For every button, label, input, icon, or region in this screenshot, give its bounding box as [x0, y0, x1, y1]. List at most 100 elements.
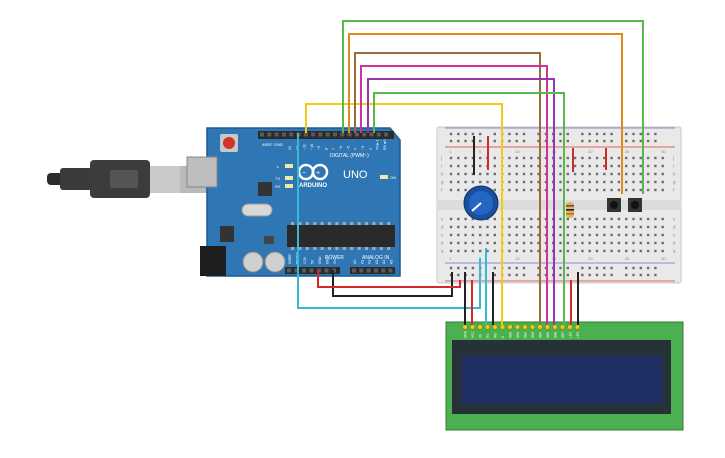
breadboard-hole[interactable]	[639, 132, 642, 136]
breadboard-hole[interactable]	[639, 217, 642, 221]
breadboard-hole[interactable]	[661, 217, 664, 221]
breadboard-hole[interactable]	[493, 139, 496, 143]
breadboard-hole[interactable]	[625, 225, 628, 229]
breadboard-hole[interactable]	[595, 249, 599, 253]
breadboard-hole[interactable]	[479, 241, 482, 245]
breadboard-hole[interactable]	[610, 139, 613, 143]
breadboard-hole[interactable]	[595, 266, 599, 270]
breadboard-hole[interactable]	[559, 233, 562, 237]
breadboard-hole[interactable]	[595, 139, 599, 143]
header-pin[interactable]	[359, 268, 364, 273]
header-pin[interactable]	[366, 268, 371, 273]
breadboard-hole[interactable]	[573, 156, 577, 160]
breadboard-hole[interactable]	[559, 132, 562, 136]
breadboard-hole[interactable]	[544, 273, 548, 277]
pushbutton-icon[interactable]	[628, 198, 642, 212]
breadboard-hole[interactable]	[522, 233, 526, 237]
breadboard-hole[interactable]	[464, 172, 467, 176]
breadboard-hole[interactable]	[493, 217, 496, 221]
breadboard-hole[interactable]	[610, 164, 613, 168]
breadboard-hole[interactable]	[486, 249, 489, 253]
breadboard-hole[interactable]	[449, 180, 453, 184]
breadboard-hole[interactable]	[493, 233, 496, 237]
breadboard-hole[interactable]	[625, 156, 628, 160]
breadboard-hole[interactable]	[457, 225, 460, 229]
breadboard-hole[interactable]	[617, 172, 621, 176]
breadboard-hole[interactable]	[471, 241, 475, 245]
breadboard-hole[interactable]	[625, 241, 628, 245]
breadboard-hole[interactable]	[537, 217, 540, 221]
breadboard-hole[interactable]	[515, 266, 518, 270]
breadboard-hole[interactable]	[610, 172, 613, 176]
breadboard-hole[interactable]	[632, 139, 635, 143]
breadboard-hole[interactable]	[537, 164, 540, 168]
potentiometer-icon[interactable]	[463, 185, 499, 221]
breadboard-hole[interactable]	[471, 266, 475, 270]
breadboard-hole[interactable]	[595, 233, 599, 237]
breadboard-hole[interactable]	[486, 172, 489, 176]
lcd-pin[interactable]	[484, 324, 491, 330]
header-pin[interactable]	[303, 132, 308, 137]
breadboard-hole[interactable]	[486, 180, 489, 184]
breadboard-hole[interactable]	[544, 156, 548, 160]
breadboard-hole[interactable]	[508, 217, 511, 221]
breadboard-hole[interactable]	[639, 139, 642, 143]
breadboard-hole[interactable]	[522, 217, 526, 221]
breadboard-hole[interactable]	[457, 172, 460, 176]
breadboard-hole[interactable]	[544, 225, 548, 229]
breadboard-hole[interactable]	[625, 273, 628, 277]
breadboard-hole[interactable]	[625, 249, 628, 253]
breadboard-hole[interactable]	[508, 241, 511, 245]
breadboard-hole[interactable]	[661, 164, 664, 168]
header-pin[interactable]	[267, 132, 272, 137]
breadboard-hole[interactable]	[522, 156, 526, 160]
breadboard-hole[interactable]	[603, 225, 606, 229]
breadboard-hole[interactable]	[639, 241, 642, 245]
breadboard-hole[interactable]	[515, 180, 518, 184]
breadboard-hole[interactable]	[654, 180, 657, 184]
breadboard-hole[interactable]	[588, 172, 591, 176]
breadboard-hole[interactable]	[457, 132, 460, 136]
breadboard-hole[interactable]	[603, 249, 606, 253]
breadboard-hole[interactable]	[515, 225, 518, 229]
lcd-pin[interactable]	[492, 324, 498, 330]
breadboard-hole[interactable]	[610, 217, 613, 221]
breadboard-hole[interactable]	[559, 266, 562, 270]
breadboard-hole[interactable]	[544, 233, 548, 237]
breadboard-hole[interactable]	[449, 217, 453, 221]
breadboard-hole[interactable]	[646, 217, 650, 221]
breadboard-hole[interactable]	[559, 164, 562, 168]
breadboard-hole[interactable]	[515, 233, 518, 237]
breadboard-hole[interactable]	[559, 172, 562, 176]
breadboard-hole[interactable]	[493, 266, 496, 270]
breadboard-hole[interactable]	[581, 164, 584, 168]
breadboard-hole[interactable]	[457, 156, 460, 160]
breadboard-hole[interactable]	[603, 273, 606, 277]
breadboard-hole[interactable]	[515, 156, 518, 160]
header-pin[interactable]	[352, 268, 356, 273]
header-pin[interactable]	[381, 268, 386, 273]
breadboard-hole[interactable]	[544, 132, 548, 136]
breadboard-hole[interactable]	[486, 241, 489, 245]
breadboard-hole[interactable]	[537, 139, 540, 143]
breadboard-hole[interactable]	[588, 188, 591, 192]
breadboard-hole[interactable]	[588, 217, 591, 221]
breadboard-hole[interactable]	[530, 225, 533, 229]
breadboard-hole[interactable]	[566, 241, 569, 245]
breadboard-hole[interactable]	[632, 225, 635, 229]
breadboard-hole[interactable]	[573, 172, 577, 176]
breadboard-hole[interactable]	[654, 233, 657, 237]
breadboard-hole[interactable]	[449, 233, 453, 237]
breadboard-hole[interactable]	[581, 266, 584, 270]
breadboard-hole[interactable]	[493, 172, 496, 176]
breadboard-hole[interactable]	[573, 180, 577, 184]
breadboard-hole[interactable]	[486, 233, 489, 237]
breadboard-hole[interactable]	[522, 249, 526, 253]
breadboard-hole[interactable]	[522, 266, 526, 270]
breadboard-hole[interactable]	[639, 225, 642, 229]
breadboard-hole[interactable]	[632, 172, 635, 176]
breadboard-hole[interactable]	[573, 164, 577, 168]
breadboard-hole[interactable]	[581, 241, 584, 245]
breadboard-hole[interactable]	[479, 180, 482, 184]
lcd-pin[interactable]	[469, 324, 476, 330]
